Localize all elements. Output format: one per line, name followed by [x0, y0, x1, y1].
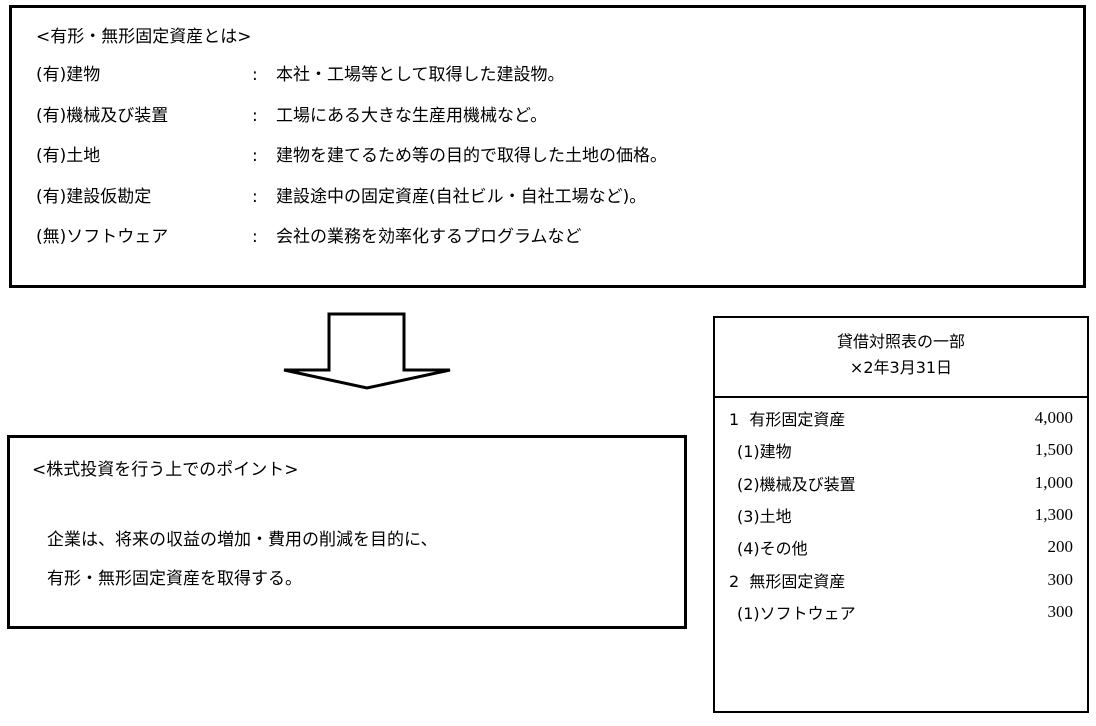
- row-amount: 1,000: [1034, 472, 1073, 492]
- definition-term: (有)建物: [36, 65, 101, 85]
- point-text-line: 企業は、将来の収益の増加・費用の削減を目的に、: [47, 530, 438, 550]
- definition-separator: :: [252, 146, 258, 166]
- definition-row: (無)ソフトウェア : 会社の業務を効率化するプログラムなど: [36, 224, 1083, 265]
- table-row: (2)機械及び装置 1,000: [715, 467, 1087, 499]
- row-amount: 1,300: [1034, 505, 1073, 525]
- definition-row: (有)建設仮勘定 : 建設途中の固定資産(自社ビル・自社工場など)。: [36, 184, 1083, 225]
- fixed-asset-definitions-box: <有形・無形固定資産とは> (有)建物 : 本社・工場等として取得した建設物。 …: [9, 5, 1086, 288]
- definition-separator: :: [252, 227, 258, 247]
- balance-sheet-table: 貸借対照表の一部 ×2年3月31日 1 有形固定資産 4,000 (1)建物 1…: [713, 316, 1089, 713]
- row-label: (2)機械及び装置: [737, 474, 856, 494]
- definition-description: 本社・工場等として取得した建設物。: [276, 65, 565, 85]
- definition-separator: :: [252, 105, 258, 126]
- point-text-line: 有形・無形固定資産を取得する。: [47, 569, 302, 589]
- table-row: 1 有形固定資産 4,000: [715, 402, 1087, 434]
- balance-sheet-rows: 1 有形固定資産 4,000 (1)建物 1,500 (2)機械及び装置 1,0…: [715, 398, 1087, 628]
- investment-point-box: <株式投資を行う上でのポイント> 企業は、将来の収益の増加・費用の削減を目的に、…: [7, 435, 687, 629]
- table-row: 2 無形固定資産 300: [715, 563, 1087, 595]
- definition-separator: :: [252, 65, 258, 85]
- definition-term: (有)土地: [36, 146, 101, 166]
- point-title: <株式投資を行う上でのポイント>: [32, 460, 299, 480]
- table-row: (4)その他 200: [715, 531, 1087, 563]
- table-row: (1)建物 1,500: [715, 434, 1087, 466]
- definition-row: (有)建物 : 本社・工場等として取得した建設物。: [36, 62, 1083, 103]
- row-label: (1)ソフトウェア: [737, 603, 856, 623]
- table-row: (3)土地 1,300: [715, 499, 1087, 531]
- row-label: 1 有形固定資産: [729, 410, 846, 430]
- row-label: (4)その他: [737, 539, 808, 559]
- row-amount: 200: [1047, 537, 1074, 557]
- balance-sheet-title: 貸借対照表の一部: [836, 332, 965, 351]
- balance-sheet-header: 貸借対照表の一部 ×2年3月31日: [715, 318, 1087, 398]
- row-label: 2 無形固定資産: [729, 571, 846, 591]
- definition-row: (有)機械及び装置 : 工場にある大きな生産用機械など。: [36, 103, 1083, 144]
- definition-description: 建物を建てるため等の目的で取得した土地の価格。: [276, 146, 667, 166]
- definition-term: (有)機械及び装置: [36, 105, 169, 126]
- definitions-title: <有形・無形固定資産とは>: [36, 27, 252, 47]
- row-amount: 300: [1047, 569, 1074, 589]
- definition-term: (有)建設仮勘定: [36, 186, 152, 207]
- definition-term: (無)ソフトウェア: [36, 227, 169, 247]
- row-amount: 1,500: [1034, 440, 1073, 460]
- definition-row: (有)土地 : 建物を建てるため等の目的で取得した土地の価格。: [36, 143, 1083, 184]
- definition-description: 会社の業務を効率化するプログラムなど: [276, 227, 582, 247]
- row-amount: 4,000: [1034, 408, 1073, 428]
- row-label: (3)土地: [737, 507, 792, 527]
- down-arrow-icon: [283, 312, 451, 390]
- definition-description: 工場にある大きな生産用機械など。: [276, 105, 548, 126]
- definition-separator: :: [252, 186, 258, 207]
- row-label: (1)建物: [737, 442, 792, 462]
- balance-sheet-date: ×2年3月31日: [849, 358, 953, 377]
- definition-description: 建設途中の固定資産(自社ビル・自社工場など)。: [276, 186, 647, 207]
- table-row: (1)ソフトウェア 300: [715, 596, 1087, 628]
- row-amount: 300: [1047, 601, 1074, 621]
